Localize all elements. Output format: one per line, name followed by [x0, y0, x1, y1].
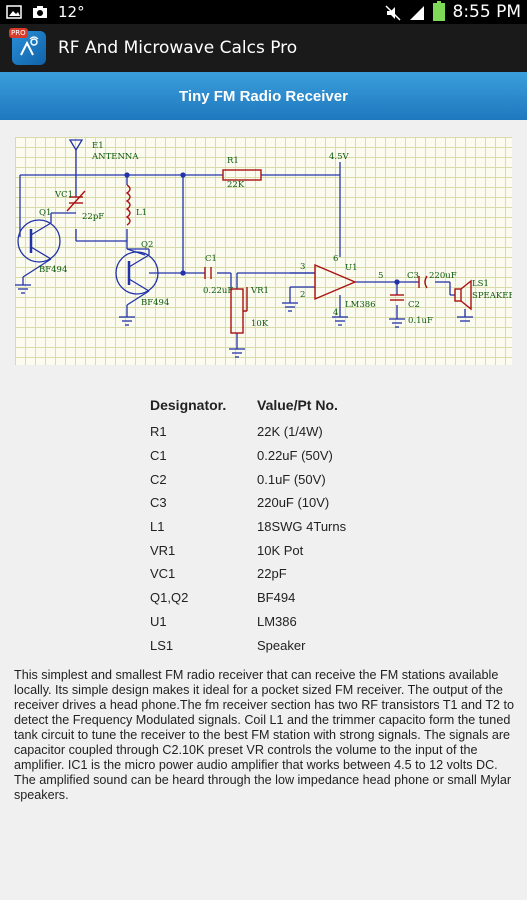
label-pin5: 5: [378, 271, 383, 281]
designator-cell: U1: [150, 613, 167, 629]
designator-cell: VR1: [150, 542, 176, 558]
value-cell: Speaker: [257, 637, 306, 653]
label-q1: Q1: [39, 208, 51, 218]
header-designator: Designator.: [150, 397, 227, 413]
value-cell: LM386: [257, 613, 297, 629]
designator-cell: L1: [150, 519, 165, 535]
parts-table: Designator. Value/Pt No. R1 22K (1/4W) C1…: [150, 394, 407, 657]
label-q2-part: BF494: [141, 298, 169, 308]
label-r1: R1: [227, 156, 239, 166]
label-l1: L1: [136, 208, 147, 218]
clock-text: 8:55 PM: [452, 2, 522, 22]
label-q2: Q2: [141, 240, 153, 250]
label-speaker: SPEAKER: [472, 291, 512, 301]
value-cell: 220uF (10V): [257, 495, 330, 511]
table-row: C2 0.1uF (50V): [150, 467, 407, 491]
signal-icon: [409, 5, 425, 20]
table-row: Q1,Q2 BF494: [150, 586, 407, 610]
table-row: R1 22K (1/4W): [150, 420, 407, 444]
designator-cell: C1: [150, 448, 167, 464]
label-e1: E1: [92, 141, 104, 151]
r1-resistor: [222, 169, 262, 181]
value-cell: 10K Pot: [257, 542, 304, 558]
value-cell: 0.1uF (50V): [257, 471, 326, 487]
table-header-row: Designator. Value/Pt No.: [150, 394, 407, 416]
app-title: RF And Microwave Calcs Pro: [58, 38, 298, 58]
app-logo-icon[interactable]: PRO: [9, 28, 46, 65]
picture-icon: [6, 5, 22, 19]
header-value: Value/Pt No.: [257, 397, 338, 413]
value-cell: 22pF: [257, 566, 287, 582]
label-vr1: VR1: [250, 286, 269, 296]
circuit-description: This simplest and smallest FM radio rece…: [14, 668, 515, 802]
q1-transistor: [17, 219, 61, 263]
mute-icon: [384, 5, 401, 21]
circuit-schematic: E1 ANTENNA R1 22K 4.5V VC1 22pF L1 Q1 BF…: [15, 137, 512, 365]
label-c1: C1: [205, 254, 217, 264]
label-antenna: ANTENNA: [91, 152, 139, 162]
label-c2: C2: [408, 300, 420, 310]
temperature-text: 12°: [58, 3, 85, 21]
label-ls1: LS1: [472, 279, 489, 289]
designator-cell: LS1: [150, 637, 174, 653]
components: [66, 169, 472, 334]
value-cell: 0.22uF (50V): [257, 448, 333, 464]
antenna-symbol: [68, 139, 84, 152]
status-right: 8:55 PM: [384, 1, 522, 22]
app-bar: PRO RF And Microwave Calcs Pro: [0, 24, 527, 72]
pro-badge: PRO: [9, 28, 28, 38]
table-row: VR1 10K Pot: [150, 538, 407, 562]
u1-amplifier: [314, 263, 357, 301]
designator-cell: C2: [150, 471, 167, 487]
designator-cell: VC1: [150, 566, 176, 582]
label-c3-value: 220uF: [429, 271, 457, 281]
label-pin2: 2: [300, 290, 305, 300]
label-vc1: VC1: [54, 190, 73, 200]
label-pin4: 4: [333, 308, 338, 318]
value-cell: BF494: [257, 590, 296, 606]
label-vc1-value: 22pF: [82, 212, 104, 222]
designator-cell: R1: [150, 424, 167, 440]
label-supply: 4.5V: [329, 152, 350, 162]
grounds: [15, 172, 473, 358]
page-header: Tiny FM Radio Receiver: [0, 72, 527, 120]
label-pin3: 3: [300, 262, 305, 272]
designator-cell: C3: [150, 495, 167, 511]
label-pin6: 6: [333, 254, 338, 264]
table-row: C1 0.22uF (50V): [150, 444, 407, 468]
schematic-drawing: E1 ANTENNA R1 22K 4.5V VC1 22pF L1 Q1 BF…: [15, 139, 512, 358]
designator-cell: Q1,Q2: [150, 590, 189, 606]
table-row: L1 18SWG 4Turns: [150, 515, 407, 539]
table-row: U1 LM386: [150, 610, 407, 634]
label-q1-part: BF494: [39, 265, 67, 275]
label-r1-value: 22K: [227, 180, 245, 190]
schematic-labels: E1 ANTENNA R1 22K 4.5V VC1 22pF L1 Q1 BF…: [39, 141, 512, 329]
label-c2-value: 0.1uF: [408, 316, 433, 326]
l1-inductor: [125, 184, 131, 226]
value-cell: 18SWG 4Turns: [257, 519, 347, 535]
label-vr1-value: 10K: [251, 319, 269, 329]
value-cell: 22K (1/4W): [257, 424, 323, 440]
table-row: VC1 22pF: [150, 562, 407, 586]
wires: [17, 139, 455, 349]
label-c1-value: 0.22uF: [203, 286, 233, 296]
label-u1-part: LM386: [345, 300, 376, 310]
camera-icon: [32, 5, 48, 19]
status-bar: 12° 8:55 PM: [0, 0, 527, 24]
status-left: 12°: [6, 3, 85, 21]
table-row: LS1 Speaker: [150, 633, 407, 657]
table-row: C3 220uF (10V): [150, 491, 407, 515]
battery-icon: [432, 1, 445, 21]
label-c3: C3: [407, 271, 419, 281]
page-title: Tiny FM Radio Receiver: [179, 87, 348, 105]
label-u1: U1: [345, 263, 358, 273]
ls1-speaker: [454, 288, 462, 302]
